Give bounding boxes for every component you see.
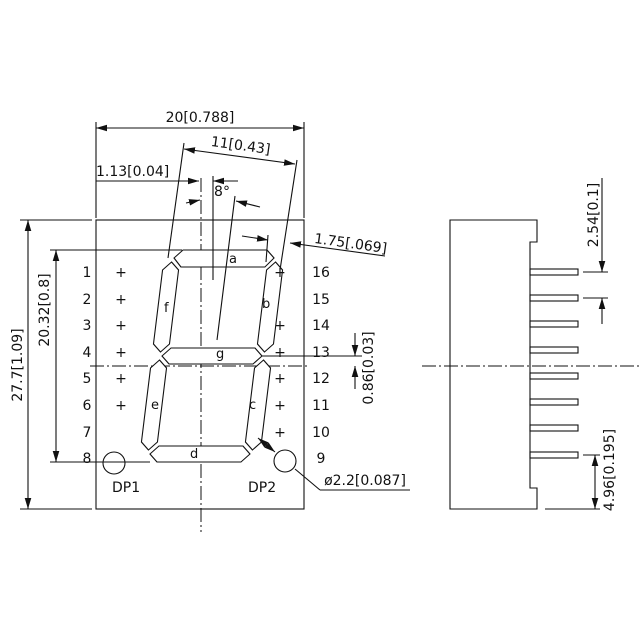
pin-marker: + xyxy=(115,345,127,361)
dim-dp-diameter: ø2.2[0.087] xyxy=(324,473,406,489)
dim-pin-pitch: 2.54[0.1] xyxy=(586,183,602,247)
dim-slant-angle: 8° xyxy=(214,184,230,200)
digit-segments xyxy=(140,249,284,463)
segment-label-b: b xyxy=(262,297,270,312)
segment-d xyxy=(149,445,251,463)
pin-marker: + xyxy=(115,318,127,334)
pin-label-16: 16 xyxy=(312,265,330,281)
pin-marker: + xyxy=(115,292,127,308)
segment-label-c: c xyxy=(249,398,256,413)
dim-center-offset: 0.86[0.03] xyxy=(361,331,377,404)
pin-marker: + xyxy=(115,398,127,414)
segment-label-d: d xyxy=(190,447,198,462)
segment-label-g: g xyxy=(216,347,224,362)
pin-label-14: 14 xyxy=(312,318,330,334)
pin-marker: + xyxy=(274,425,286,441)
pin-marker: + xyxy=(115,265,127,281)
dim-offset: 1.13[0.04] xyxy=(96,164,169,180)
decimal-point-2 xyxy=(273,449,297,473)
front-body-outline xyxy=(95,219,305,510)
pin-label-7: 7 xyxy=(83,425,92,441)
decimal-point-1 xyxy=(102,451,126,475)
pin-marker: + xyxy=(274,318,286,334)
dp1-label: DP1 xyxy=(112,480,140,496)
pin-label-12: 12 xyxy=(312,371,330,387)
pin-label-11: 11 xyxy=(312,398,330,414)
side-pins xyxy=(529,268,579,459)
pin-marker: + xyxy=(274,371,286,387)
pin-label-5: 5 xyxy=(83,371,92,387)
pin-marker: + xyxy=(115,371,127,387)
pin-label-9: 9 xyxy=(317,451,326,467)
dim-overall-height: 27.7[1.09] xyxy=(10,328,26,401)
pin-label-10: 10 xyxy=(312,425,330,441)
dim-pin-edge: 4.96[0.195] xyxy=(602,429,618,511)
segment-c xyxy=(244,359,272,451)
pin-marker: + xyxy=(274,345,286,361)
pin-label-13: 13 xyxy=(312,345,330,361)
pin-label-1: 1 xyxy=(83,265,92,281)
segment-e xyxy=(140,359,168,451)
segment-b xyxy=(256,261,284,353)
pin-label-2: 2 xyxy=(83,292,92,308)
pin-label-6: 6 xyxy=(83,398,92,414)
segment-a xyxy=(173,249,275,268)
pin-label-4: 4 xyxy=(83,345,92,361)
dp2-label: DP2 xyxy=(248,480,276,496)
segment-label-a: a xyxy=(229,252,237,267)
segment-f xyxy=(152,261,180,353)
pin-label-8: 8 xyxy=(83,451,92,467)
dim-digit-width: 11[0.43] xyxy=(210,134,272,158)
pin-label-3: 3 xyxy=(83,318,92,334)
pin-marker: + xyxy=(274,265,286,281)
segment-label-e: e xyxy=(151,398,159,413)
dim-digit-height: 20.32[0.8] xyxy=(37,273,53,346)
pin-label-15: 15 xyxy=(312,292,330,308)
pin-marker: + xyxy=(274,398,286,414)
segment-label-f: f xyxy=(164,301,169,316)
dim-overall-width: 20[0.788] xyxy=(166,110,235,126)
segment-g xyxy=(161,347,263,365)
side-body-outline xyxy=(449,219,538,510)
dim-segment-width: 1.75[.069] xyxy=(313,231,388,257)
